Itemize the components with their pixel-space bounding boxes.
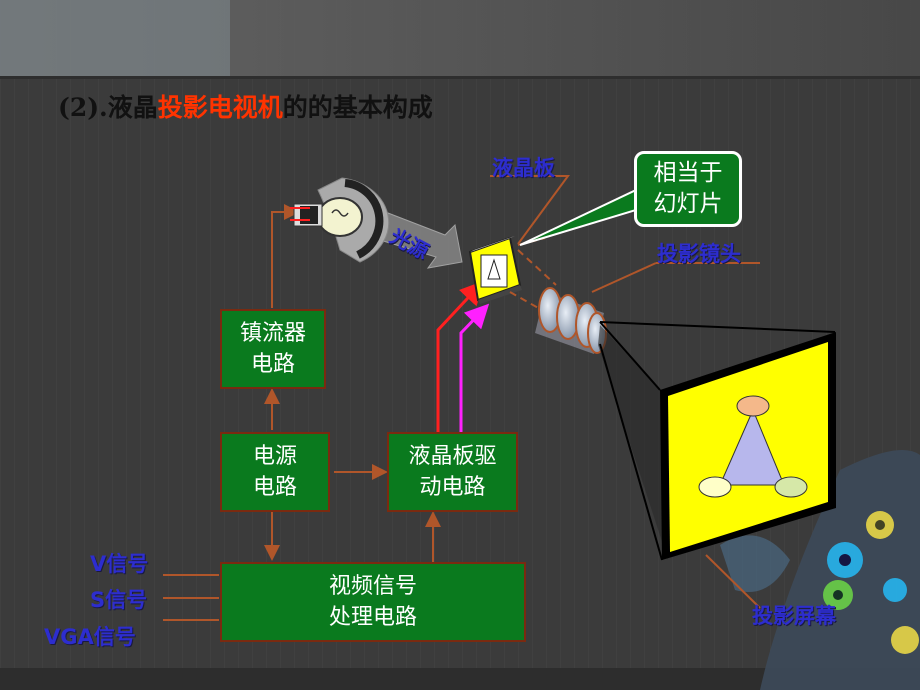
connection-lines	[163, 204, 441, 621]
title-prefix: (2).液晶	[58, 93, 158, 122]
page-title: (2).液晶投影电视机的的基本构成	[58, 88, 433, 124]
lens-icon	[535, 287, 607, 354]
ballast-line-1: 镇流器	[239, 321, 306, 346]
vga-signal-label: VGA信号	[44, 625, 136, 649]
lcd-driver-line-2: 动电路	[419, 475, 486, 500]
projection-lens-label: 投影镜头	[657, 242, 741, 266]
light-bulb-icon	[290, 177, 390, 263]
lcd-panel-icon	[468, 236, 522, 304]
lcd-driver-line-1: 液晶板驱	[408, 444, 497, 469]
title-highlight: 投影电视机	[157, 93, 283, 122]
power-line-1: 电源	[252, 444, 297, 469]
power-line-2: 电路	[252, 475, 297, 500]
projection-cone	[598, 321, 836, 561]
projection-screen-label: 投影屏幕	[752, 604, 836, 628]
projection-screen-icon	[660, 332, 836, 560]
callout-line-2: 幻灯片	[653, 191, 723, 217]
video-line-2: 处理电路	[328, 605, 417, 630]
flower-decoration	[720, 450, 920, 690]
magenta-drive-arrow	[459, 303, 490, 433]
label-pointers	[490, 175, 760, 293]
red-drive-arrow	[436, 280, 485, 433]
slide-analogy-callout: 相当于 幻灯片	[634, 151, 742, 227]
s-signal-label: S信号	[90, 588, 148, 612]
video-processing-box: 视频信号 处理电路	[220, 562, 526, 642]
screen-label-pointer	[705, 554, 761, 609]
title-suffix: 的的基本构成	[282, 93, 433, 122]
lcd-panel-label: 液晶板	[492, 156, 555, 180]
video-line-1: 视频信号	[328, 574, 417, 599]
power-circuit-box: 电源 电路	[220, 432, 330, 512]
lcd-driver-circuit-box: 液晶板驱 动电路	[387, 432, 518, 512]
light-direction-arrow	[379, 212, 463, 269]
ballast-line-2: 电路	[250, 352, 295, 377]
v-signal-label: V信号	[90, 552, 149, 576]
callout-line-1: 相当于	[653, 160, 723, 186]
ballast-circuit-box: 镇流器 电路	[220, 309, 326, 389]
